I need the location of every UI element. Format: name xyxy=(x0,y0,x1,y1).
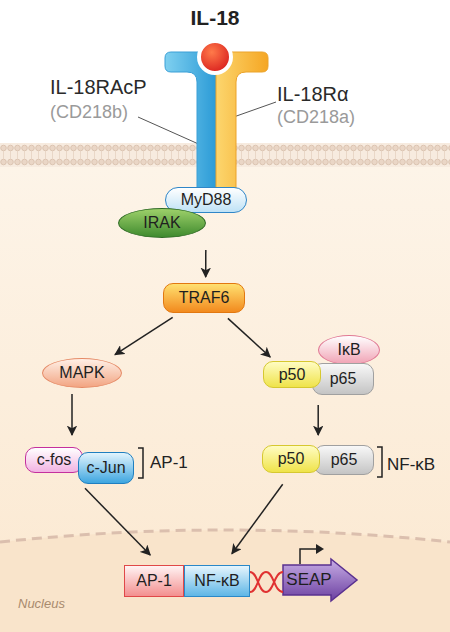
reporter-shape xyxy=(283,559,357,601)
response-element: AP-1 xyxy=(124,565,184,597)
node-label: MAPK xyxy=(59,364,104,382)
complex-label: AP-1 xyxy=(150,453,188,473)
node-label: p50 xyxy=(279,366,306,384)
node-label: p65 xyxy=(331,451,358,469)
subunit-box: c-Jun xyxy=(78,452,134,484)
node-label: (CD218a) xyxy=(277,107,355,128)
signal-arrow xyxy=(71,394,73,435)
signal-arrow xyxy=(115,317,173,354)
ligand-circle-outline xyxy=(196,38,234,76)
node-label: IRAK xyxy=(143,214,180,232)
leader-line xyxy=(138,117,203,146)
node-label: NF-κB xyxy=(194,572,239,590)
subunit-box: p65 xyxy=(314,445,374,475)
node-label: c-fos xyxy=(37,451,72,469)
node-label: TRAF6 xyxy=(179,289,230,307)
reporter-arrow: SEAP xyxy=(283,558,358,602)
complex-bracket xyxy=(377,447,382,477)
node-label: c-Jun xyxy=(86,459,125,477)
node-label: IL-18RAcP xyxy=(50,76,147,99)
receptor-shape xyxy=(216,52,268,190)
node-label: MyD88 xyxy=(181,191,232,209)
nucleus-region: Nucleus AP-1 NF-κB SEAP xyxy=(0,520,450,632)
subunit-box: p65 xyxy=(312,363,374,395)
node-label: SEAP xyxy=(283,570,335,590)
subunit-box: c-fos xyxy=(25,447,83,473)
signal-arrow xyxy=(317,405,319,435)
inhibitor-ellipse: IκB xyxy=(318,335,380,365)
signal-arrow xyxy=(228,318,270,357)
node-label: AP-1 xyxy=(136,572,172,590)
signal-arrow xyxy=(205,250,207,277)
node-label: IL-18 xyxy=(174,6,256,30)
receptor-shape xyxy=(165,52,217,190)
subunit-box: p50 xyxy=(262,445,320,473)
complex-bracket xyxy=(138,448,143,478)
nuclear-envelope xyxy=(0,530,450,542)
nucleus-fill xyxy=(0,530,450,632)
kinase-ellipse: IRAK xyxy=(118,208,206,238)
cytoplasm xyxy=(0,166,450,632)
complex-label: NF-κB xyxy=(387,455,435,475)
node-label: Nucleus xyxy=(18,596,65,611)
subunit-box: p50 xyxy=(263,361,321,388)
node-label: p50 xyxy=(278,450,305,468)
response-element: NF-κB xyxy=(184,565,250,597)
node-label: IL-18Rα xyxy=(277,83,349,106)
node-label: p65 xyxy=(330,370,357,388)
node-label: (CD218b) xyxy=(50,102,128,123)
adaptor-box: TRAF6 xyxy=(163,283,245,313)
ligand-shape xyxy=(199,41,231,73)
node-label: IκB xyxy=(337,341,360,359)
ligand-circle: IL-18 xyxy=(196,38,234,76)
kinase-ellipse: MAPK xyxy=(42,358,122,388)
